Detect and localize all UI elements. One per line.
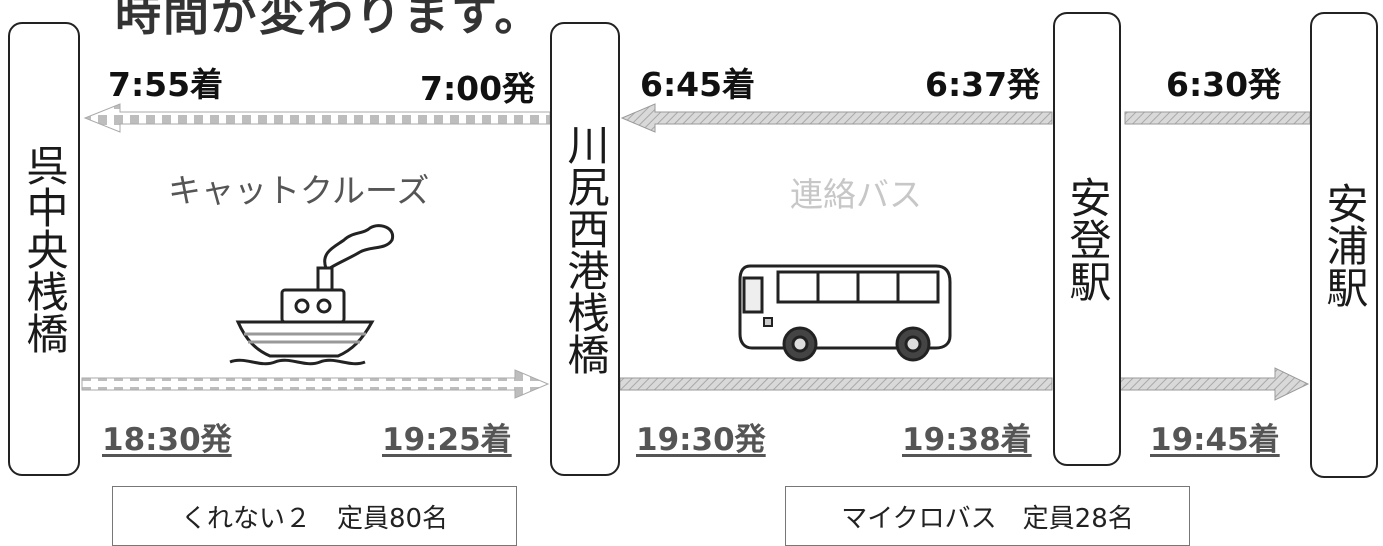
time-morning-kawajiri-arrive: 6:45着 (640, 65, 756, 104)
station-yasuura-label: 安浦駅 (1320, 182, 1369, 308)
ferry-info-box: くれない２ 定員80名 (112, 486, 517, 546)
station-kure: 呉中央桟橋 (8, 22, 80, 476)
notice-heading: 時間が変わります。 (115, 0, 543, 41)
time-evening-kure-depart: 18:30発 (102, 422, 232, 458)
station-kawajiri-label: 川尻西港桟橋 (561, 123, 610, 375)
bus-route-name: 連絡バス (790, 175, 922, 214)
time-evening-kawajiri-arrive: 19:25着 (382, 422, 512, 458)
arrow-evening-ato-yasuura (1119, 367, 1310, 401)
arrow-morning-ato-kawajiri (620, 103, 1053, 133)
time-morning-kawajiri-depart: 7:00発 (420, 69, 536, 108)
time-evening-yasuura-arrive: 19:45着 (1150, 422, 1280, 458)
arrow-evening-ferry (81, 369, 550, 399)
time-evening-ato-arrive: 19:38着 (902, 422, 1032, 458)
time-morning-yasuura-depart: 6:30発 (1166, 65, 1282, 104)
ferry-route-name: キャットクルーズ (168, 171, 430, 210)
station-ato-label: 安登駅 (1063, 176, 1112, 302)
station-kure-label: 呉中央桟橋 (20, 144, 69, 354)
time-evening-kawajiri-depart: 19:30発 (636, 422, 766, 458)
bus-info-text: マイクロバス 定員28名 (841, 503, 1134, 534)
station-kawajiri: 川尻西港桟橋 (550, 22, 620, 476)
station-ato: 安登駅 (1053, 12, 1121, 466)
ferry-info-text: くれない２ 定員80名 (180, 503, 449, 534)
station-yasuura: 安浦駅 (1310, 12, 1378, 478)
time-morning-ato-depart: 6:37発 (925, 65, 1041, 104)
bus-info-box: マイクロバス 定員28名 (785, 486, 1190, 546)
ship-icon (229, 224, 395, 366)
arrow-morning-yasuura-ato (1124, 111, 1311, 125)
time-morning-kure-arrive: 7:55着 (108, 65, 224, 104)
arrow-evening-kawajiri-ato (619, 377, 1053, 391)
bus-icon (738, 264, 952, 362)
